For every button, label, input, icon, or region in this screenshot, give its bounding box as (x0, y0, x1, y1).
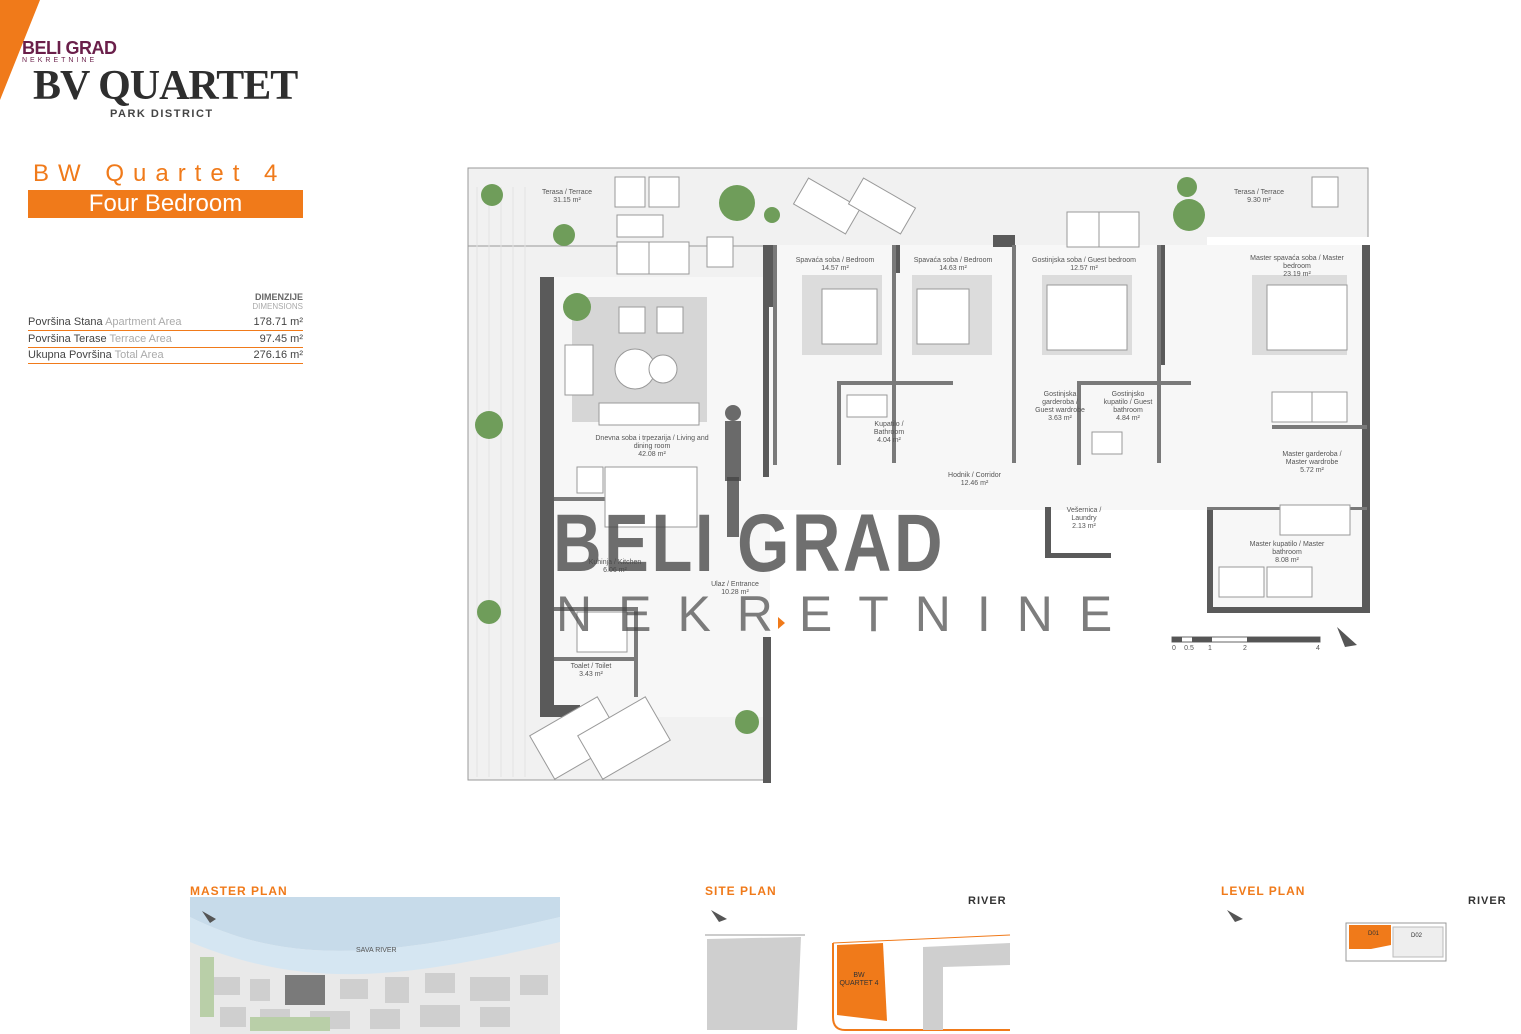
dimensions-header-en: DIMENSIONS (252, 302, 303, 311)
brand-logo: BV QUARTET (33, 63, 298, 109)
unit-name: BW Quartet 4 (33, 160, 287, 187)
dimension-row: Površina Stana Apartment Area 178.71 m² (28, 314, 303, 331)
master-plan-title: MASTER PLAN (190, 884, 288, 898)
level-plan-map (1227, 910, 1447, 962)
orange-corner-graphic (0, 0, 40, 100)
room-label: Dnevna soba i trpezarija / Living and di… (595, 435, 709, 458)
watermark-sub: NEKRETNINE (556, 586, 1139, 642)
scale-label: 0 (1172, 645, 1176, 652)
sava-river-label: SAVA RIVER (356, 947, 397, 954)
site-plan-title: SITE PLAN (705, 884, 777, 898)
level-unit-label: D02 (1411, 933, 1423, 939)
level-unit-label: D01 (1368, 931, 1380, 937)
brand-subtitle: PARK DISTRICT (110, 108, 214, 120)
river-label: RIVER (968, 895, 1007, 907)
dimensions-header: DIMENZIJE (254, 292, 303, 302)
bw-quartet-site-label: BW QUARTET 4 (839, 972, 879, 987)
scale-label: 1 (1208, 645, 1212, 652)
scale-label: 2 (1243, 645, 1247, 652)
river-label: RIVER (1468, 895, 1507, 907)
dimension-row: Površina Terase Terrace Area 97.45 m² (28, 331, 303, 348)
dimension-row: Ukupna Površina Total Area 276.16 m² (28, 347, 303, 364)
agency-logo: BELI GRAD (22, 38, 117, 58)
unit-type-band: Four Bedroom (28, 190, 303, 218)
site-plan-map (705, 910, 1011, 1031)
agency-logo-sub: NEKRETNINE (22, 57, 98, 64)
level-plan-title: LEVEL PLAN (1221, 884, 1306, 898)
scale-label: 0.5 (1184, 645, 1194, 652)
master-plan-map: SAVA RIVER (190, 897, 560, 1034)
watermark: BELI GRAD (553, 498, 945, 589)
scale-label: 4 (1316, 645, 1320, 652)
